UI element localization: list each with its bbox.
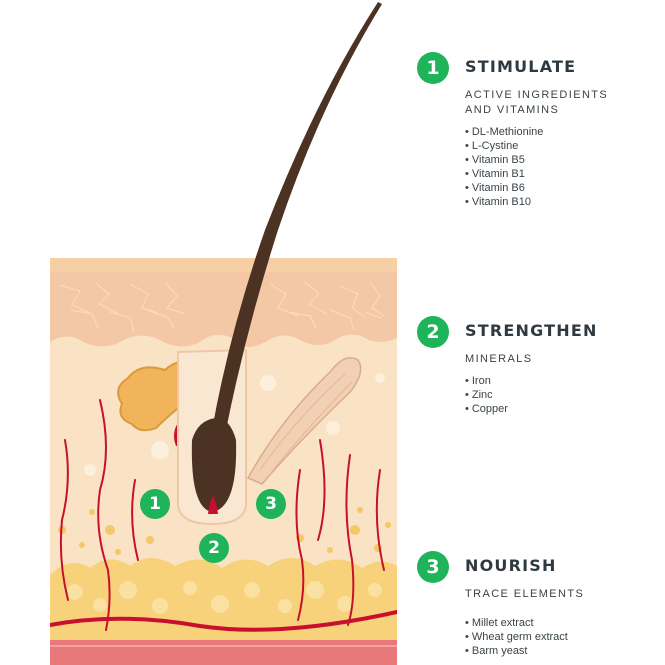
muscle-layer [50, 640, 397, 665]
ingredient-list: Iron Zinc Copper [465, 374, 657, 416]
section-stimulate: 1 STIMULATE ACTIVE INGREDIENTS AND VITAM… [417, 52, 657, 209]
list-item: Barm yeast [465, 644, 657, 658]
ingredient-list: DL-Methionine L-Cystine Vitamin B5 Vitam… [465, 125, 657, 209]
section-subtitle: MINERALS [465, 353, 533, 365]
dermal-papilla [208, 496, 218, 514]
marker-one: 1 [140, 489, 170, 519]
section-strengthen: 2 STRENGTHEN MINERALS Iron Zinc Copper [417, 316, 657, 416]
section-title: STIMULATE [465, 57, 577, 76]
list-item: Vitamin B1 [465, 167, 657, 181]
section-number-badge: 3 [417, 551, 449, 583]
section-nourish: 3 NOURISH TRACE ELEMENTS Millet extract … [417, 551, 657, 658]
dermis-dots [84, 373, 385, 476]
section-title: NOURISH [465, 556, 557, 575]
blood-vessels [50, 399, 397, 632]
section-title: STRENGTHEN [465, 321, 598, 340]
section-number-badge: 1 [417, 52, 449, 84]
hair-shaft [212, 2, 382, 430]
fat-cells [67, 581, 382, 614]
list-item: Vitamin B6 [465, 181, 657, 195]
section-subtitle: ACTIVE INGREDIENTS AND VITAMINS [465, 89, 609, 116]
hair-bulb [191, 418, 237, 512]
list-item: Zinc [465, 388, 657, 402]
marker-three: 3 [256, 489, 286, 519]
marker-two: 2 [199, 533, 229, 563]
epidermis-cells [59, 281, 385, 333]
section-number-badge: 2 [417, 316, 449, 348]
list-item: Wheat germ extract [465, 630, 657, 644]
skin-surface [50, 258, 397, 274]
epidermis-layer [50, 272, 397, 347]
list-item: Vitamin B5 [465, 153, 657, 167]
list-item: Copper [465, 402, 657, 416]
list-item: Millet extract [465, 616, 657, 630]
list-item: DL-Methionine [465, 125, 657, 139]
arrector-pili-muscle [246, 357, 362, 485]
section-subtitle: TRACE ELEMENTS [465, 588, 585, 600]
list-item: Vitamin B10 [465, 195, 657, 209]
ingredient-list: Millet extract Wheat germ extract Barm y… [465, 616, 657, 658]
list-item: L-Cystine [465, 139, 657, 153]
list-item: Iron [465, 374, 657, 388]
